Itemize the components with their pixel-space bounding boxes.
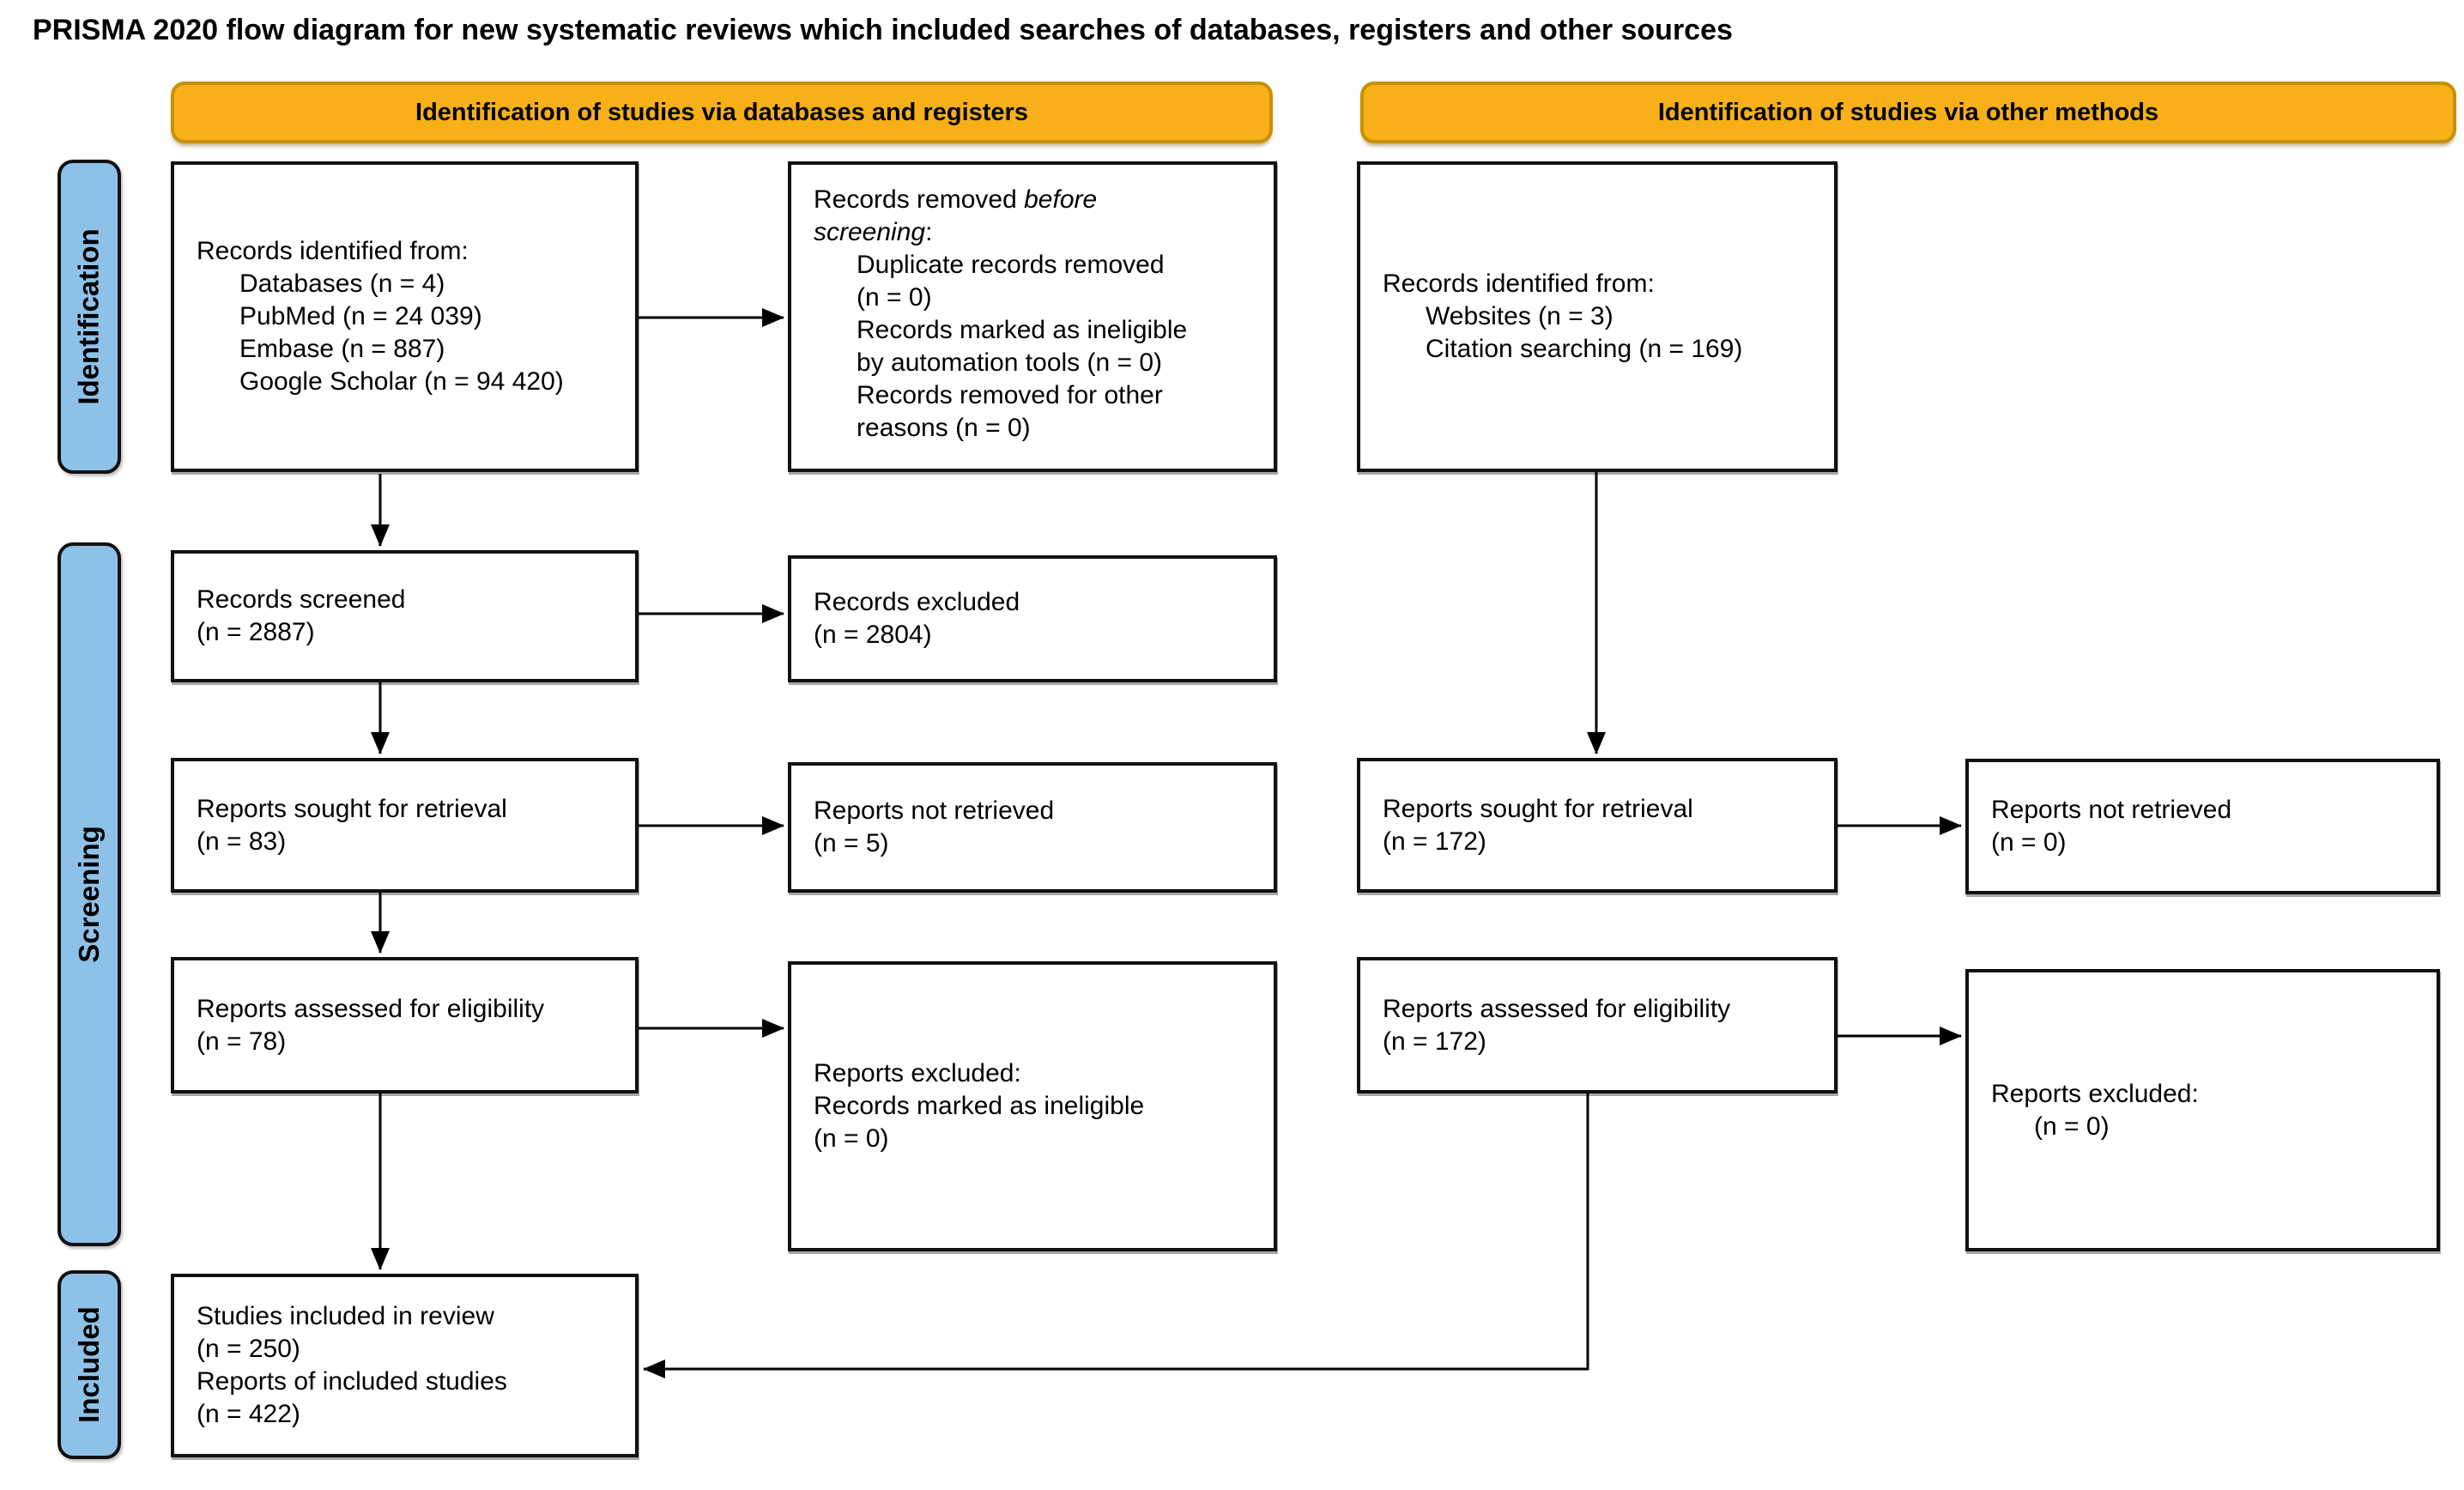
box-text: Reports sought for retrieval (n = 83) [197, 794, 507, 856]
box-records-excluded: Records excluded (n = 2804) [788, 555, 1277, 682]
stage-identification-label: Identification [73, 228, 105, 405]
box-text-suffix: : Duplicate records removed (n = 0) Reco… [857, 218, 1188, 442]
box-reports-excluded-other: Reports excluded: (n = 0) [1965, 969, 2440, 1251]
box-text: Reports excluded: Records marked as inel… [814, 1059, 1145, 1153]
box-records-identified-other: Records identified from: Websites (n = 3… [1357, 161, 1837, 472]
box-text: Records identified from: Databases (n = … [197, 237, 564, 396]
box-reports-sought-databases: Reports sought for retrieval (n = 83) [171, 758, 639, 893]
banner-databases-label: Identification of studies via databases … [415, 98, 1028, 126]
box-reports-not-retrieved-databases: Reports not retrieved (n = 5) [788, 762, 1277, 893]
box-reports-not-retrieved-other: Reports not retrieved (n = 0) [1965, 759, 2440, 894]
banner-databases-registers: Identification of studies via databases … [171, 82, 1273, 143]
stage-included: Included [58, 1270, 121, 1459]
box-text: Reports sought for retrieval (n = 172) [1383, 794, 1693, 856]
box-records-removed-before-screening: Records removed before screening: Duplic… [788, 161, 1277, 472]
box-reports-sought-other: Reports sought for retrieval (n = 172) [1357, 758, 1837, 893]
box-text: Records excluded (n = 2804) [814, 588, 1020, 649]
box-text: Studies included in review (n = 250) Rep… [197, 1302, 507, 1428]
box-records-identified-databases: Records identified from: Databases (n = … [171, 161, 639, 472]
box-text: Reports not retrieved (n = 0) [1991, 796, 2232, 857]
banner-other-methods: Identification of studies via other meth… [1360, 82, 2456, 143]
stage-included-label: Included [73, 1306, 105, 1423]
box-text-prefix: Records removed [814, 185, 1025, 214]
box-text: Reports excluded: (n = 0) [1991, 1079, 2199, 1141]
box-studies-included: Studies included in review (n = 250) Rep… [171, 1274, 639, 1457]
box-text: Reports assessed for eligibility (n = 78… [197, 994, 545, 1056]
box-reports-assessed-databases: Reports assessed for eligibility (n = 78… [171, 957, 639, 1093]
stage-screening: Screening [58, 542, 121, 1246]
box-text: Records identified from: Websites (n = 3… [1383, 270, 1743, 363]
box-records-screened: Records screened (n = 2887) [171, 550, 639, 682]
banner-other-label: Identification of studies via other meth… [1657, 98, 2159, 126]
box-text-italic: before screening [814, 185, 1098, 246]
page-title: PRISMA 2020 flow diagram for new systema… [33, 14, 1733, 46]
box-reports-excluded-databases: Reports excluded: Records marked as inel… [788, 961, 1277, 1251]
stage-screening-label: Screening [73, 826, 105, 963]
box-reports-assessed-other: Reports assessed for eligibility (n = 17… [1357, 957, 1837, 1093]
box-text: Records removed before screening: Duplic… [814, 184, 1187, 445]
box-text: Reports not retrieved (n = 5) [814, 796, 1055, 857]
box-text: Records screened (n = 2887) [197, 585, 406, 646]
stage-identification: Identification [58, 160, 121, 474]
box-text: Reports assessed for eligibility (n = 17… [1383, 994, 1731, 1056]
